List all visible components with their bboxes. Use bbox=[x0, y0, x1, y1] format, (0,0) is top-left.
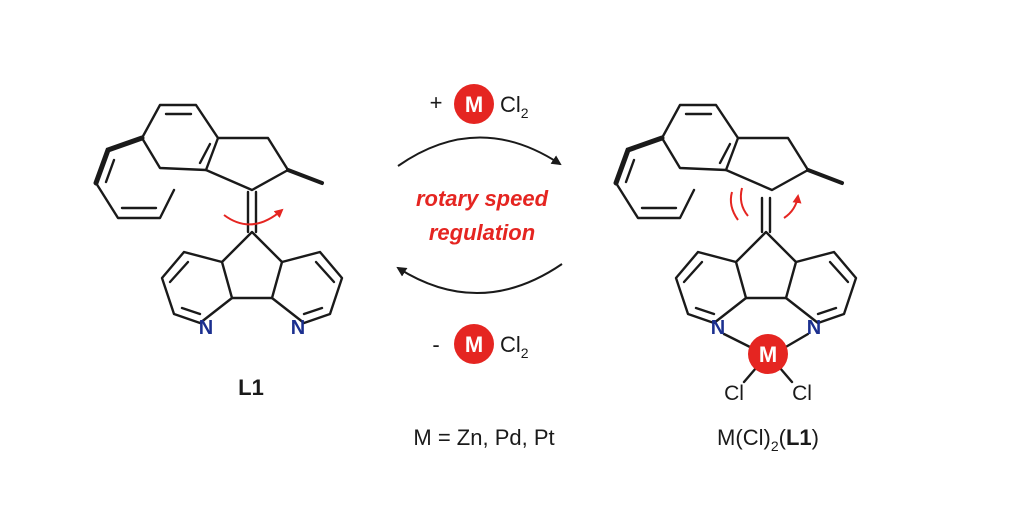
metal-note: M = Zn, Pd, Pt bbox=[413, 425, 554, 450]
rotation-arrow-icon bbox=[729, 187, 802, 221]
curved-arrow-right-icon bbox=[397, 136, 562, 167]
ligand-bold-edge bbox=[93, 135, 145, 186]
complex-structure: N N M Cl Cl bbox=[613, 103, 858, 405]
forward-reagent: + M Cl2 bbox=[430, 84, 529, 124]
metal-center-symbol: M bbox=[759, 342, 777, 367]
metal-badge-forward bbox=[454, 84, 494, 124]
reverse-sign: - bbox=[432, 332, 439, 357]
complex-bold-edge bbox=[613, 135, 665, 186]
metal-symbol-reverse: M bbox=[465, 332, 483, 357]
metal-badge-reverse bbox=[454, 324, 494, 364]
center-label-line2: regulation bbox=[429, 220, 535, 245]
ligand-bonds bbox=[94, 103, 344, 325]
ligand-label: L1 bbox=[238, 375, 264, 400]
forward-sign: + bbox=[430, 90, 443, 115]
ligand-l1-structure: N N bbox=[93, 103, 344, 339]
metal-center bbox=[748, 334, 788, 374]
reverse-reagent: - M Cl2 bbox=[432, 324, 529, 364]
complex-label: M(Cl)2(L1) bbox=[717, 425, 819, 454]
reverse-chloride: Cl2 bbox=[500, 332, 529, 361]
complex-nitrogen-left: N bbox=[711, 317, 725, 339]
nitrogen-label-left: N bbox=[199, 317, 213, 339]
complex-bonds bbox=[614, 103, 858, 384]
rotation-arrow-icon bbox=[223, 208, 284, 226]
center-label-line1: rotary speed bbox=[416, 186, 549, 211]
curved-arrow-left-icon bbox=[396, 263, 563, 294]
forward-chloride: Cl2 bbox=[500, 92, 529, 121]
complex-nitrogen-right: N bbox=[807, 317, 821, 339]
nitrogen-label-right: N bbox=[291, 317, 305, 339]
chloride-left: Cl bbox=[724, 382, 744, 405]
chloride-right: Cl bbox=[792, 382, 812, 405]
metal-symbol-forward: M bbox=[465, 92, 483, 117]
